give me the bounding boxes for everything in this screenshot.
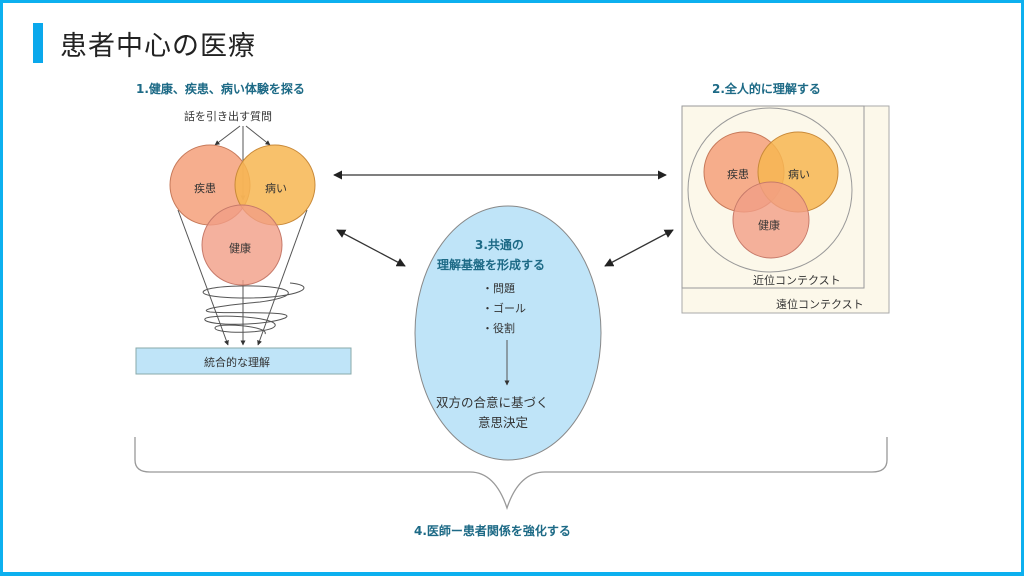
venn-diagram-1 — [169, 144, 316, 286]
circle-health — [201, 204, 283, 286]
arrow-2-3 — [604, 229, 674, 267]
section3-heading-line2: 理解基盤を形成する — [437, 258, 546, 272]
health-label-2: 健康 — [758, 219, 780, 232]
item-goal: ・ゴール — [482, 302, 526, 315]
title-accent-bar — [33, 23, 43, 63]
common-ground-ellipse — [414, 205, 602, 461]
page-title: 患者中心の医療 — [60, 31, 256, 62]
section3-heading-line1: 3.共通の — [475, 238, 524, 252]
proximal-context-label: 近位コンテクスト — [753, 274, 841, 287]
outcome-line1: 双方の合意に基づく — [436, 395, 549, 410]
spiral-icon — [202, 282, 305, 335]
health-label: 健康 — [229, 242, 251, 255]
arrow-1-3 — [336, 229, 406, 267]
venn-diagram-2 — [703, 131, 839, 259]
disease-label-2: 疾患 — [727, 168, 749, 181]
section4-heading: 4.医師ー患者関係を強化する — [414, 524, 571, 538]
brace — [134, 437, 888, 511]
distal-context-label: 遠位コンテクスト — [776, 298, 864, 311]
item-role: ・役割 — [482, 322, 515, 335]
disease-label: 疾患 — [194, 182, 216, 195]
section1-heading: 1.健康、疾患、病い体験を探る — [136, 82, 305, 96]
question-label: 話を引き出す質問 — [184, 110, 272, 123]
integrated-understanding-label: 統合的な理解 — [204, 356, 270, 369]
illness-label: 病い — [265, 182, 287, 195]
whole-person-circle — [687, 107, 853, 273]
item-problem: ・問題 — [482, 282, 515, 295]
illness-label-2: 病い — [788, 168, 810, 181]
integrated-understanding-box — [135, 347, 352, 375]
section2-heading: 2.全人的に理解する — [712, 82, 821, 96]
outcome-line2: 意思決定 — [478, 415, 529, 430]
